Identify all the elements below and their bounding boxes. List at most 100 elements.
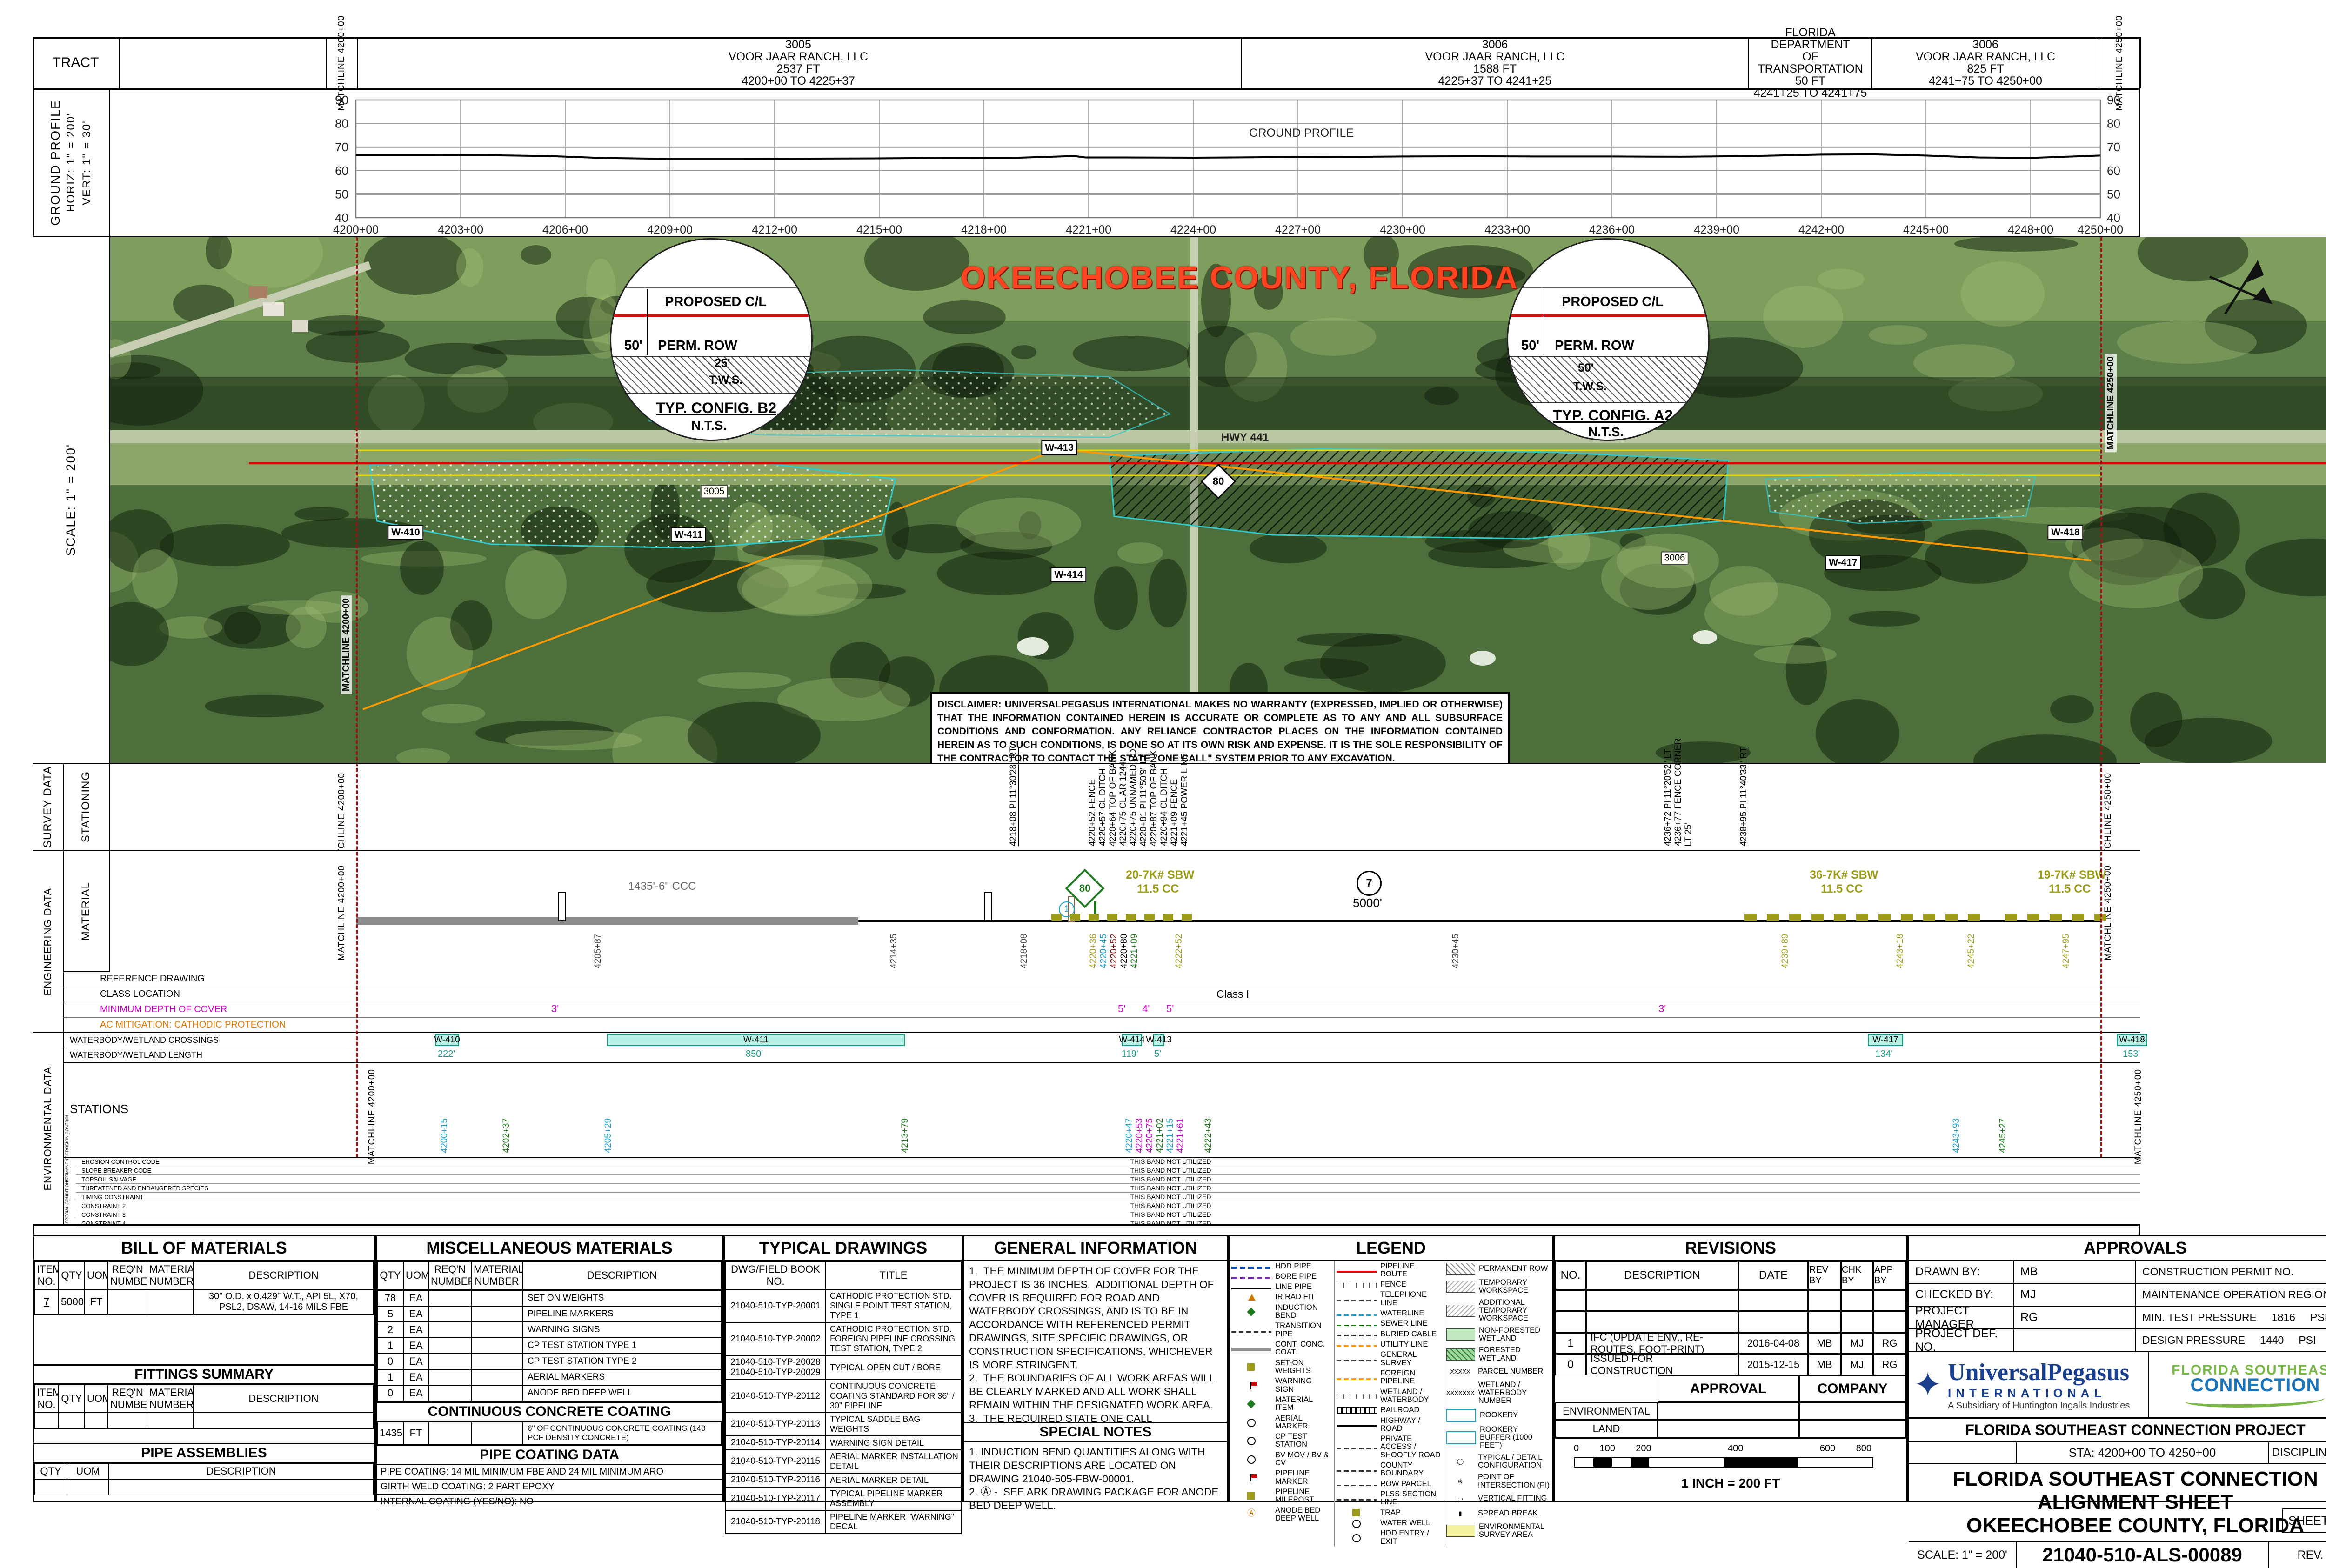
legend-item: MATERIAL ITEM (1230, 1395, 1334, 1413)
wetland-id-box: W-413 (1041, 440, 1077, 455)
map-county-title: OKEECHOBEE COUNTY, FLORIDA (960, 260, 1519, 295)
sheet-number-box: SHEET 89 (2282, 1508, 2326, 1533)
legend-item: BV MOV / BV & CV (1230, 1450, 1334, 1468)
typical-section: TYPICAL DRAWINGS DWG/FIELD BOOK NO.TITLE… (723, 1235, 963, 1534)
crossing-length: 153' (2123, 1049, 2140, 1059)
parcel-number-box: 3006 (1661, 551, 1689, 565)
svg-text:4215+00: 4215+00 (856, 223, 902, 236)
legend-item: CONT. CONC. COAT. (1230, 1340, 1334, 1358)
legend-symbol-icon (1337, 1509, 1377, 1517)
legend-item: LINE PIPE (1230, 1282, 1334, 1292)
survey-station: 4220+52 FENCE (1088, 779, 1097, 846)
legend-item: HIGHWAY / ROAD (1335, 1415, 1444, 1434)
svg-text:4230+00: 4230+00 (1380, 223, 1425, 236)
legend-symbol-icon (1337, 1534, 1377, 1542)
tract-matchline-right: MATCHLINE 4250+00 (2099, 15, 2141, 111)
legend-patch-icon: ▮ (1458, 1510, 1462, 1517)
depth-value: 5' (1166, 1003, 1174, 1014)
approval-row: PROJECT MANAGER RG (1909, 1304, 2135, 1331)
env-station: 4200+15 (440, 1118, 449, 1153)
svg-text:4233+00: 4233+00 (1484, 223, 1530, 236)
band-row: TOPSOIL SALVAGE THIS BAND NOT UTILIZED (76, 1175, 2140, 1184)
typical-row: 21040-510-TYP-20113 TYPICAL SADDLE BAG W… (725, 1412, 962, 1436)
legend-item: TRAP (1335, 1508, 1444, 1518)
legend-item: RAILROAD (1335, 1405, 1444, 1415)
legend-patch-icon: ⊕ (1457, 1477, 1463, 1485)
revision-row: 1 IFC (UPDATE ENV., RE-ROUTES, FOOT-PRIN… (1555, 1331, 1906, 1355)
legend-item: FENCE (1335, 1280, 1444, 1290)
legend-symbol-icon (1231, 1294, 1271, 1301)
wetland-id-box: W-417 (1825, 555, 1861, 570)
material-station: 4214+35 (889, 934, 899, 969)
legend-item: PRIVATE ACCESS / SHOOFLY ROAD (1335, 1434, 1444, 1461)
material-station: 4243+18 (1895, 934, 1905, 969)
class-location-value: Class I (1216, 988, 1250, 1000)
survey-station: LT 25' (1684, 822, 1693, 846)
legend-item: ▮ SPREAD BREAK (1444, 1506, 1552, 1521)
legend-patch-icon: XXXXXXX (1446, 1389, 1475, 1396)
typical-row: 21040-510-TYP-20112 CONTINUOUS CONCRETE … (725, 1379, 962, 1413)
band-row: TIMING CONSTRAINT THIS BAND NOT UTILIZED (76, 1193, 2140, 1201)
row-ac-mitigation: AC MITIGATION: CATHODIC PROTECTION (100, 1020, 286, 1030)
survey-station: 4220+87 TOP OF BANK (1149, 750, 1159, 847)
legend-symbol-icon (1337, 1283, 1377, 1288)
tract-cell: 3006 VOOR JAAR RANCH, LLC 825 FT 4241+75… (1872, 37, 2099, 88)
revision-row: 0 ISSUED FOR CONSTRUCTION 2015-12-15 MB … (1555, 1353, 1906, 1376)
matchline-4200-line (356, 237, 358, 1157)
band-row: CONSTRAINT 4 THIS BAND NOT UTILIZED (76, 1219, 2140, 1228)
svg-text:60: 60 (2107, 164, 2120, 178)
fsc-logo: FLORIDA SOUTHEAST CONNECTION (2149, 1352, 2326, 1417)
svg-text:80: 80 (335, 117, 348, 131)
legend-patch-icon (1446, 1281, 1475, 1293)
svg-text:4242+00: 4242+00 (1798, 223, 1844, 236)
row-class-location: CLASS LOCATION (100, 989, 180, 999)
legend-item: FOREIGN PIPELINE (1335, 1368, 1444, 1387)
band-row: CONSTRAINT 3 THIS BAND NOT UTILIZED (76, 1210, 2140, 1219)
tract-matchline-left: MATCHLINE 4200+00 (326, 15, 358, 111)
legend-item: ROOKERY BUFFER (1000 FEET) (1444, 1424, 1552, 1452)
universalpegasus-logo: ✦ UniversalPegasus INTERNATIONAL A Subsi… (1909, 1352, 2149, 1417)
svg-text:4221+00: 4221+00 (1066, 223, 1111, 236)
legend-symbol-icon (1231, 1474, 1271, 1481)
svg-text:40: 40 (2107, 211, 2120, 225)
universalpegasus-mark-icon: ✦ (1913, 1365, 1943, 1404)
note-7-circle: 7 (1357, 871, 1382, 896)
crossing-box: W-417 (1868, 1034, 1903, 1046)
survey-station: 4236+77 FENCE CORNER (1673, 738, 1683, 846)
typical-row: 21040-510-TYP-20115 AERIAL MARKER INSTAL… (725, 1449, 962, 1474)
crossing-length: 134' (1875, 1049, 1893, 1059)
svg-text:4200+00: 4200+00 (333, 223, 379, 236)
legend-item: WATER WELL (1335, 1518, 1444, 1528)
legend-item: TRANSITION PIPE (1230, 1321, 1334, 1340)
legend-symbol-icon (1231, 1308, 1271, 1315)
crossing-box: W-411 (607, 1034, 905, 1046)
tract-cell: FLORIDA DEPARTMENT OF TRANSPORTATION 50 … (1749, 27, 1872, 99)
material-row-label: MATERIAL (63, 851, 110, 972)
legend-item: HDD ENTRY / EXIT (1335, 1528, 1444, 1547)
material-station: 4220+52 (1109, 934, 1119, 969)
legend-symbol-icon (1337, 1407, 1377, 1415)
special-notes-title: SPECIAL NOTES (964, 1422, 1227, 1442)
ccc-title: CONTINUOUS CONCRETE COATING (377, 1401, 722, 1421)
env-station: 4245+27 (1998, 1118, 2008, 1153)
env-station: 4220+53 (1135, 1118, 1144, 1153)
legend-symbol-icon (1231, 1363, 1271, 1371)
map-bottom-border (33, 763, 2140, 764)
svg-text:4236+00: 4236+00 (1589, 223, 1635, 236)
crossing-length: 5' (1154, 1049, 1161, 1059)
profile-side-label: GROUND PROFILE HORIZ: 1" = 200' VERT: 1"… (33, 88, 110, 239)
typ-config-a2-callout: PROPOSED C/L 50' PERM. ROW 50' T.W.S. TY… (1507, 238, 1710, 441)
band-row: CONSTRAINT 2 THIS BAND NOT UTILIZED (76, 1201, 2140, 1210)
pipe-coating-lines: PIPE COATING: 14 MIL MINIMUM FBE AND 24 … (377, 1465, 722, 1509)
legend-symbol-icon (1337, 1485, 1377, 1487)
environmental-band-label: ENVIRONMENTAL DATA (33, 1033, 64, 1224)
